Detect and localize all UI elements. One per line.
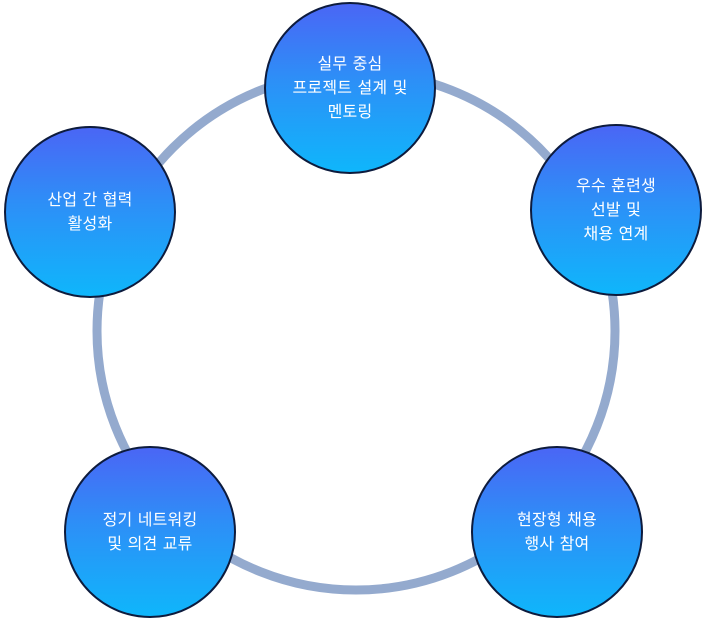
cycle-node-hiring-event: 현장형 채용 행사 참여 [471, 446, 643, 618]
node-label: 실무 중심 프로젝트 설계 및 멘토링 [292, 54, 408, 121]
cycle-node-project-mentoring: 실무 중심 프로젝트 설계 및 멘토링 [264, 2, 436, 174]
node-label: 우수 훈련생 선발 및 채용 연계 [576, 176, 656, 243]
cycle-node-industry-cooperation: 산업 간 협력 활성화 [4, 126, 176, 298]
node-label: 산업 간 협력 활성화 [47, 190, 133, 233]
node-label: 현장형 채용 행사 참여 [517, 510, 597, 553]
cycle-node-trainee-recruitment: 우수 훈련생 선발 및 채용 연계 [530, 124, 702, 296]
node-label: 정기 네트워킹 및 의견 교류 [102, 510, 198, 553]
cycle-node-networking: 정기 네트워킹 및 의견 교류 [64, 446, 236, 618]
